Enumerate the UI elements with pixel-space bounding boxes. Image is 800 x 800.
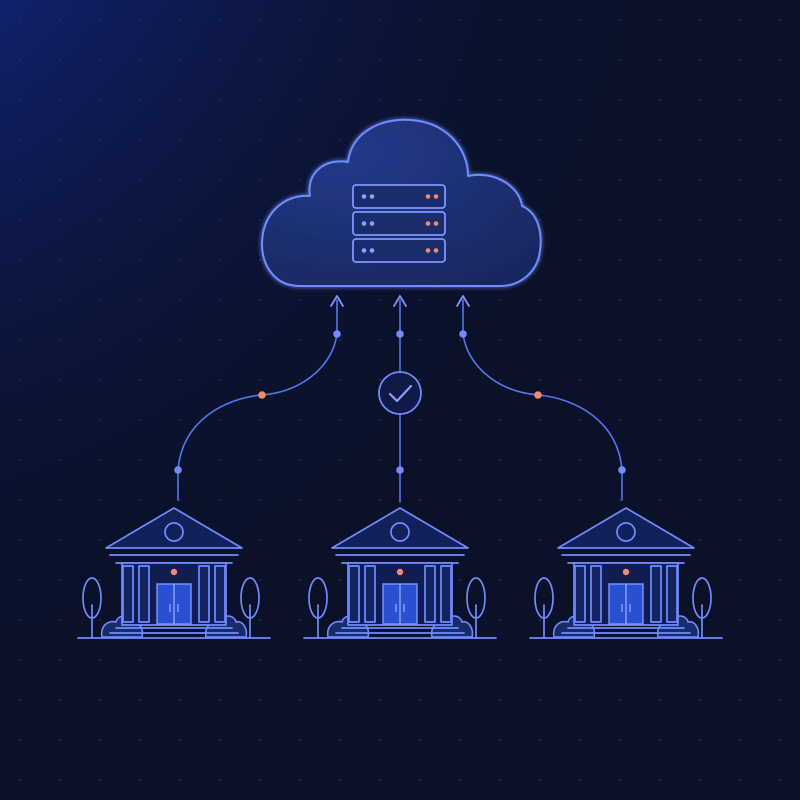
column [198,565,210,623]
roof-emblem [616,522,636,542]
server-icon [352,184,446,263]
server-row-1 [352,184,446,209]
arrow-up-icon [456,295,470,307]
connector-node [333,330,341,338]
connector-right [456,295,626,501]
roof-emblem [390,522,410,542]
arrow-up-icon [393,295,407,307]
connector-node [174,466,182,474]
arrow-up-icon [330,295,344,307]
bank-building-icon [77,507,271,639]
connector-left [174,295,344,501]
check-icon [378,371,422,415]
column [574,565,586,623]
bank-building-icon [529,507,723,639]
roof [331,507,469,549]
door-light [170,568,178,576]
column [666,565,678,623]
column [214,565,226,623]
column [650,565,662,623]
roof [557,507,695,549]
server-row-3 [352,238,446,263]
column [348,565,360,623]
connector-node [618,466,626,474]
column [122,565,134,623]
door-light [622,568,630,576]
roof [105,507,243,549]
connector-node-accent [258,391,266,399]
connector-node [396,330,404,338]
column [590,565,602,623]
column [138,565,150,623]
connector-node-accent [534,391,542,399]
column [424,565,436,623]
column [440,565,452,623]
door-light [396,568,404,576]
connector-center [378,295,422,503]
connector-node [396,466,404,474]
bank-building-icon [303,507,497,639]
roof-emblem [164,522,184,542]
column [364,565,376,623]
connector-node [459,330,467,338]
server-row-2 [352,211,446,236]
